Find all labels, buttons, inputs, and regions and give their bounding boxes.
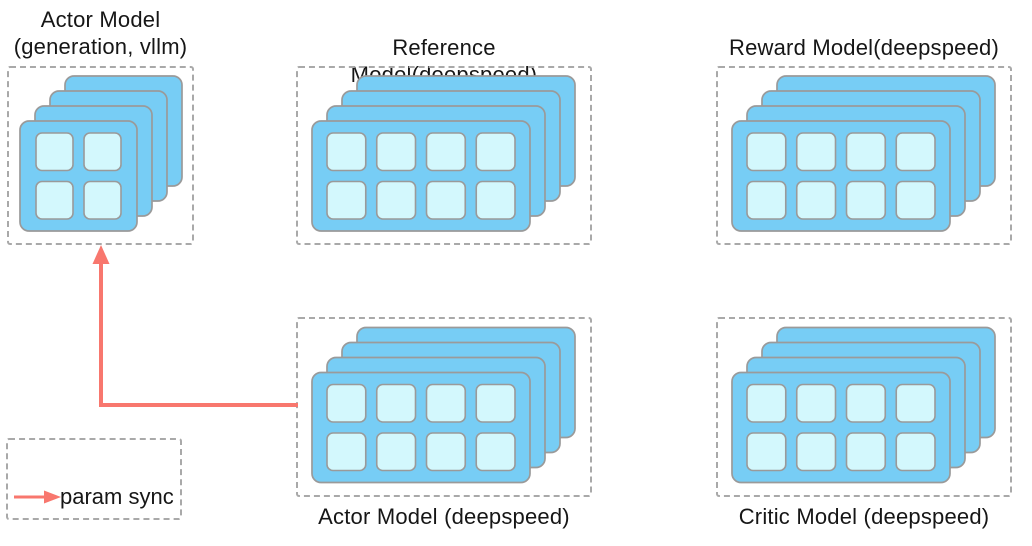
reward-model-gpu-stack-icon: [731, 75, 996, 232]
legend-label: param sync: [60, 484, 174, 509]
actor-vllm-title: Actor Model (generation, vllm): [7, 6, 194, 60]
reward-model-box: [716, 66, 1012, 245]
critic-model-gpu-stack-icon: [731, 326, 996, 484]
legend-box: param sync: [6, 438, 182, 520]
actor-vllm-title-line1: Actor Model: [40, 7, 161, 32]
param-sync-arrow-icon: [14, 490, 61, 504]
reference-model-box: [296, 66, 592, 245]
actor-vllm-box: [7, 66, 194, 245]
actor-deepspeed-box: [296, 317, 592, 497]
critic-model-box: [716, 317, 1012, 497]
critic-model-title: Critic Model (deepspeed): [738, 504, 990, 529]
actor-vllm-title-line2: (generation, vllm): [13, 34, 188, 59]
actor-vllm-gpu-stack-icon: [19, 75, 183, 232]
reference-model-gpu-stack-icon: [311, 75, 576, 232]
actor-deepspeed-title: Actor Model (deepspeed): [318, 504, 570, 529]
reward-model-title: Reward Model(deepspeed): [729, 35, 999, 60]
actor-deepspeed-gpu-stack-icon: [311, 326, 576, 484]
